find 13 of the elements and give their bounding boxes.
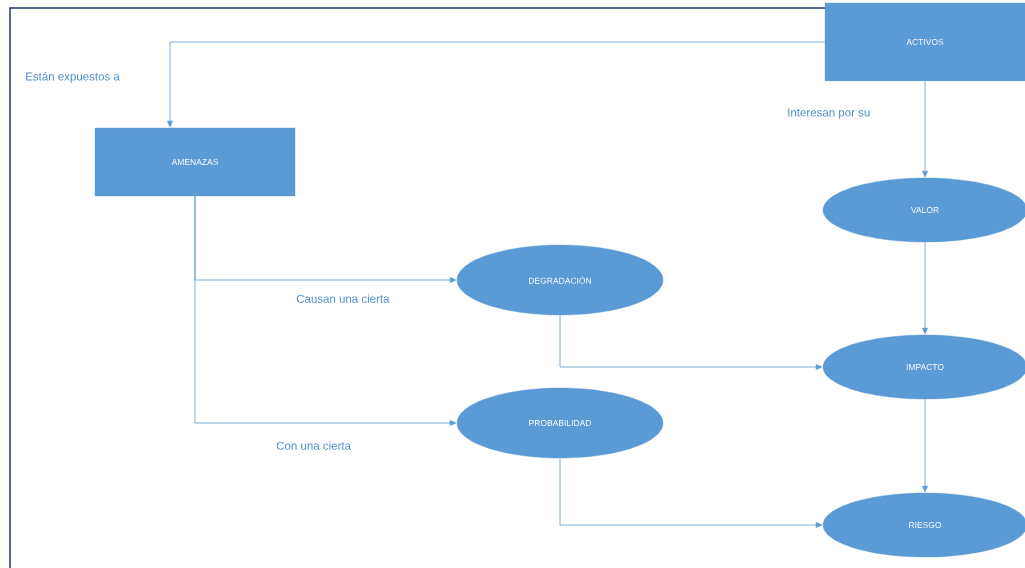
arrow <box>559 314 823 370</box>
arrow <box>194 195 457 426</box>
arrow <box>167 41 826 128</box>
process-box: ACTIVOS <box>824 2 1025 82</box>
edge-label: Están expuestos a <box>26 71 120 83</box>
arrow <box>559 457 823 528</box>
process-box: AMENAZAS <box>94 127 296 197</box>
arrow <box>922 241 928 335</box>
edge-label: Causan una cierta <box>296 294 390 303</box>
arrow <box>922 398 928 493</box>
edge-label: Con una cierta <box>276 441 351 450</box>
edge-label: Interesan por su <box>788 108 870 119</box>
arrow <box>922 80 928 178</box>
